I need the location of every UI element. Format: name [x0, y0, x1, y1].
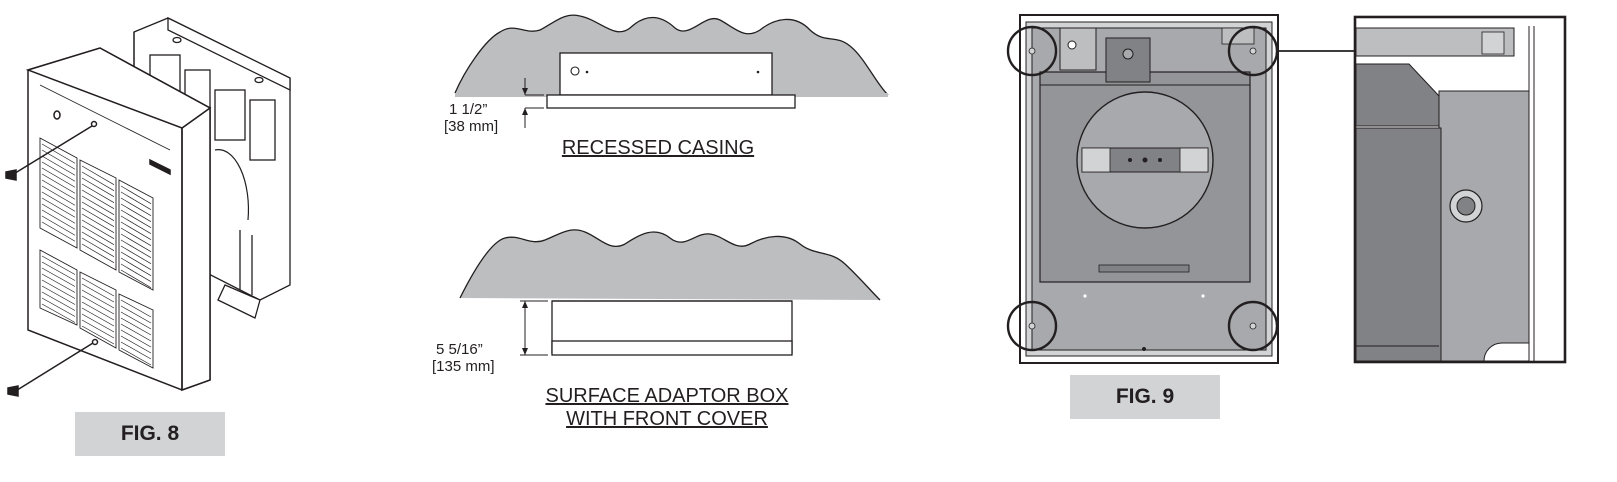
louvre-slat [41, 273, 76, 293]
louvre-slat [120, 185, 152, 204]
louvre-slat [120, 347, 152, 366]
louvre-slat [81, 319, 115, 339]
fig9-label: FIG. 9 [1070, 375, 1220, 419]
louvre-slat [81, 283, 115, 303]
surface-caption-line2: WITH FRONT COVER [566, 408, 768, 430]
fig8-heater-drawing [5, 16, 291, 397]
louvre-slat [81, 307, 115, 327]
louvre-slat [81, 325, 115, 345]
louvre-slat [120, 221, 152, 240]
surface-adaptor-drawing [459, 229, 881, 356]
louvre-slat [81, 243, 115, 264]
recessed-caption: RECESSED CASING [561, 137, 755, 159]
louvre-slat [41, 209, 76, 230]
corner-highlight-top-left [1006, 25, 1058, 77]
surface-dim-imperial: 5 5/16” [436, 341, 483, 358]
louvre-slat [41, 161, 76, 182]
louvre-slat [81, 237, 115, 258]
louvre-slat [81, 201, 115, 222]
louvre-slat [41, 267, 76, 287]
louvre-slat [41, 291, 76, 311]
louvre-slat [120, 317, 152, 336]
louvre-slat [120, 227, 152, 246]
louvre-slat [81, 301, 115, 321]
louvre-slat [120, 335, 152, 354]
louvre-slat [120, 257, 152, 276]
louvre-slat [41, 221, 76, 242]
lower-grille [39, 249, 154, 369]
louvre-slat [41, 279, 76, 299]
louvre-slat [41, 285, 76, 305]
louvre-slat [120, 209, 152, 228]
louvre-slat [41, 261, 76, 281]
recessed-box [559, 52, 773, 96]
screw-bottom [7, 338, 99, 397]
louvre-slat [120, 203, 152, 222]
louvre-slat [41, 191, 76, 212]
louvre-slat [120, 329, 152, 348]
recessed-dim-imperial: 1 1/2” [449, 101, 488, 118]
louvre-slat [120, 191, 152, 210]
louvre-slat [41, 197, 76, 218]
louvre-slat [120, 215, 152, 234]
louvre-slat [41, 297, 76, 317]
fig9-wall-can-drawing [1006, 14, 1355, 364]
recessed-dim-metric: [38 mm] [444, 118, 499, 135]
fig9-corner-zoom-drawing [1353, 15, 1567, 364]
louvre-slat [41, 155, 76, 176]
corner-highlight-bottom-right [1227, 300, 1279, 352]
recessed-cover-flange [546, 94, 796, 109]
louvre-slat [41, 143, 76, 164]
louvre-slat [81, 277, 115, 297]
louvre-slat [120, 311, 152, 330]
louvre-slat [120, 197, 152, 216]
louvre-slat [81, 189, 115, 210]
surface-front-cover [551, 340, 793, 356]
louvre-slat [81, 231, 115, 252]
louvre-slat [120, 323, 152, 342]
louvre-slat [81, 165, 115, 186]
louvre-slat [41, 203, 76, 224]
louvre-slat [81, 207, 115, 228]
wall-section-surface [460, 229, 880, 300]
louvre-slat [41, 179, 76, 200]
louvre-slat [81, 313, 115, 333]
louvre-slat [120, 251, 152, 270]
upper-grille [39, 137, 154, 291]
louvre-slat [120, 245, 152, 264]
louvre-slat [81, 213, 115, 234]
screw-top [5, 120, 98, 181]
corner-highlight-bottom-left [1006, 300, 1058, 352]
louvre-slat [81, 219, 115, 240]
louvre-slat [120, 263, 152, 282]
louvre-slat [81, 177, 115, 198]
louvre-slat [120, 233, 152, 252]
louvre-slat [41, 173, 76, 194]
louvre-slat [120, 239, 152, 258]
louvre-slat [81, 225, 115, 246]
louvre-slat [81, 171, 115, 192]
surface-dim-metric: [135 mm] [432, 358, 495, 375]
recessed-casing-drawing [454, 14, 889, 128]
louvre-slat [120, 305, 152, 324]
louvre-slat [81, 183, 115, 204]
louvre-slat [81, 195, 115, 216]
louvre-slat [41, 255, 76, 275]
louvre-slat [120, 269, 152, 288]
junction-box [1059, 27, 1097, 71]
louvre-slat [120, 299, 152, 318]
louvre-slat [41, 215, 76, 236]
surface-caption-line1: SURFACE ADAPTOR BOX [545, 385, 789, 407]
terminal-block [1105, 37, 1151, 83]
louvre-slat [81, 289, 115, 309]
louvre-slat [41, 185, 76, 206]
fig8-label: FIG. 8 [75, 412, 225, 456]
louvre-slat [41, 167, 76, 188]
louvre-slat [120, 341, 152, 360]
louvre-slat [41, 303, 76, 323]
louvre-slat [81, 295, 115, 315]
